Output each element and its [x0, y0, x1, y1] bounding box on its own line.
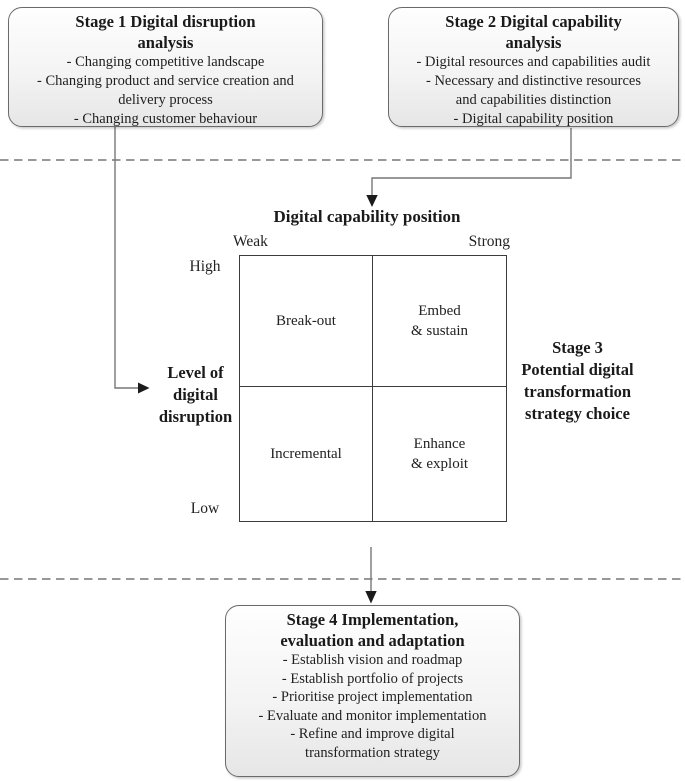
matrix-x-axis: Weak Strong — [233, 233, 510, 251]
arrowhead-down-icon — [365, 591, 377, 604]
x-axis-weak-label: Weak — [233, 233, 268, 250]
quadrant-break-out: Break-out — [240, 256, 373, 387]
quadrant-embed-sustain: Embed & sustain — [373, 256, 506, 387]
stage1-item: - Changing competitive landscape — [66, 54, 265, 70]
stage4-item: - Refine and improve digital transformat… — [290, 726, 455, 761]
stage1-box: Stage 1 Digital disruption analysis - Ch… — [8, 7, 323, 127]
y-axis-title: Level of digital disruption — [158, 363, 233, 426]
matrix-to-stage4-arrow — [365, 547, 377, 604]
stage2-title: Stage 2 Digital capability analysis — [445, 12, 622, 52]
stage3-label: Stage 3 Potential digital transformation… — [521, 338, 634, 423]
strategy-matrix: Break-out Embed & sustain Incremental En… — [239, 255, 507, 522]
stage4-item: - Establish portfolio of projects — [281, 670, 464, 687]
arrowhead-right-icon — [138, 382, 150, 394]
matrix-title: Digital capability position — [273, 207, 461, 226]
stage2-item: - Digital resources and capabilities aud… — [416, 54, 651, 70]
stage1-item: - Changing customer behaviour — [73, 111, 258, 127]
stage2-box: Stage 2 Digital capability analysis - Di… — [388, 7, 679, 127]
stage4-item: - Establish vision and roadmap — [282, 652, 463, 668]
x-axis-strong-label: Strong — [468, 233, 510, 250]
quadrant-enhance-exploit: Enhance & exploit — [410, 436, 469, 472]
stage4-item: - Evaluate and monitor implementation — [258, 707, 487, 724]
y-axis-low-label: Low — [190, 500, 220, 517]
stage4-title: Stage 4 Implementation, evaluation and a… — [280, 610, 465, 650]
stage4-item: - Prioritise project implementation — [272, 689, 473, 705]
stage2-to-matrix-arrow — [366, 128, 572, 207]
quadrant-incremental: Incremental — [240, 387, 373, 521]
stage1-to-matrix-arrow — [114, 127, 150, 394]
stage1-item: - Changing product and service creation … — [37, 73, 294, 108]
stage1-title: Stage 1 Digital disruption analysis — [75, 12, 256, 52]
y-axis-high-label: High — [189, 258, 221, 275]
arrowhead-down-icon — [366, 195, 378, 207]
stage4-box: Stage 4 Implementation, evaluation and a… — [225, 605, 520, 777]
stage2-item: - Necessary and distinctive resources an… — [425, 73, 641, 108]
stage2-item: - Digital capability position — [453, 111, 614, 127]
